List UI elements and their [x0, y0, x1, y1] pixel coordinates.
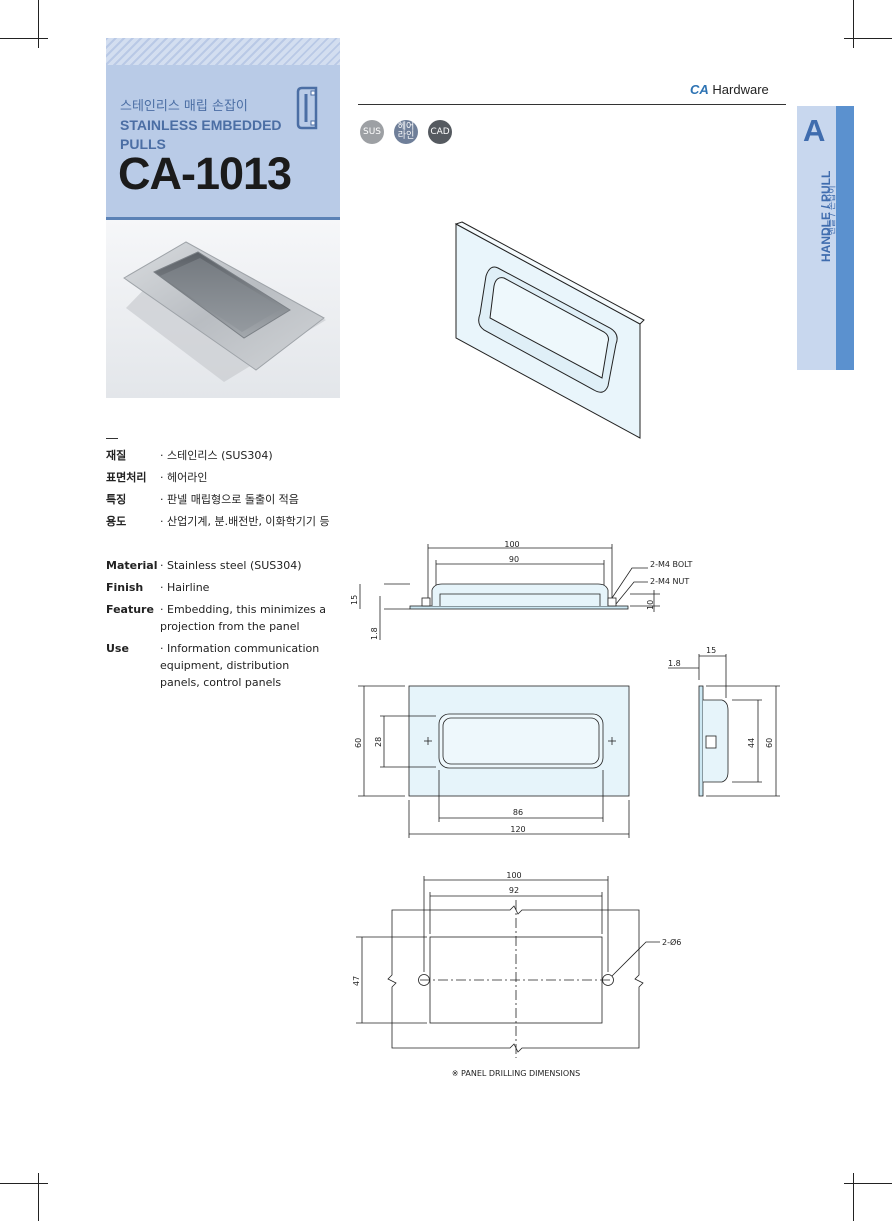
spec-value: · Information communication equipment, d…	[160, 642, 320, 689]
category-letter: A	[803, 113, 826, 148]
brand-mark: CA	[690, 82, 709, 97]
spec-label: 용도	[106, 515, 127, 528]
badge-hairline: 헤어 라인	[394, 120, 418, 144]
dim-panel-100: 100	[506, 871, 521, 880]
product-photo	[106, 220, 340, 398]
header-divider	[106, 217, 340, 220]
spec-label: Use	[106, 642, 129, 655]
category-label-korean: 핸들 / 손잡이	[827, 185, 838, 236]
title-english: STAINLESS EMBEDDED PULLS	[120, 117, 282, 152]
spec-value: · Hairline	[160, 581, 210, 594]
label-holes: 2-Ø6	[662, 937, 681, 947]
spec-label: Material	[106, 559, 158, 572]
crop-mark	[0, 38, 48, 39]
header-hatch	[106, 38, 340, 65]
dim-side-90: 90	[509, 555, 519, 564]
dim-front-120: 120	[510, 825, 525, 834]
title-korean: 스테인리스 매립 손잡이	[120, 99, 248, 114]
badge-cad: CAD	[428, 120, 452, 144]
spec-value: · 산업기계, 분.배전반, 이화학기기 등	[160, 515, 330, 528]
panel-caption: ※ PANEL DRILLING DIMENSIONS	[452, 1069, 580, 1078]
dim-front-86: 86	[513, 808, 523, 817]
label-bolt: 2-M4 BOLT	[650, 560, 693, 569]
brand-name: Hardware	[712, 82, 769, 97]
dim-panel-92: 92	[509, 886, 519, 895]
spec-label: 재질	[106, 449, 127, 462]
dim-side-1-8: 1.8	[370, 627, 379, 640]
technical-drawings: 100 90 2-M4 BOLT 2-M4 NUT 15 10 1.8 60 2…	[350, 540, 780, 1078]
dim-side-10: 10	[646, 600, 655, 610]
dim-side-100: 100	[504, 540, 519, 549]
label-nut: 2-M4 NUT	[650, 577, 689, 586]
dim-side-15: 15	[350, 595, 359, 605]
crop-mark	[0, 1183, 48, 1184]
spec-value: · 헤어라인	[160, 471, 208, 484]
header-rule	[358, 104, 786, 105]
category-tab-strip	[836, 106, 854, 370]
spec-label: Feature	[106, 603, 154, 616]
dim-end-15: 15	[706, 646, 716, 655]
spec-dash	[106, 438, 118, 439]
badge-sus: SUS	[360, 120, 384, 144]
spec-value: · Stainless steel (SUS304)	[160, 559, 302, 572]
dim-end-1-8: 1.8	[668, 659, 681, 668]
crop-mark	[844, 38, 892, 39]
spec-label: 표면처리	[106, 471, 147, 484]
dim-panel-47: 47	[352, 976, 361, 986]
spec-value: · Embedding, this minimizes a projection…	[160, 603, 327, 633]
crop-mark	[38, 1173, 39, 1221]
crop-mark	[853, 1173, 854, 1221]
spec-label: Finish	[106, 581, 144, 594]
header-panel	[106, 65, 340, 217]
model-number: CA-1013	[118, 148, 292, 199]
crop-mark	[38, 0, 39, 48]
spec-value: · 스테인리스 (SUS304)	[160, 449, 273, 462]
spec-value: · 판넬 매립형으로 돌출이 적음	[160, 493, 299, 506]
pull-icon	[296, 86, 318, 130]
dim-end-60: 60	[765, 738, 774, 748]
dim-front-28: 28	[374, 737, 383, 747]
isometric-drawing	[454, 221, 645, 439]
crop-mark	[844, 1183, 892, 1184]
crop-mark	[853, 0, 854, 48]
brand-logo: CA Hardware	[690, 82, 769, 97]
dim-front-60: 60	[354, 738, 363, 748]
dim-end-44: 44	[747, 738, 756, 748]
spec-label: 특징	[106, 493, 127, 506]
